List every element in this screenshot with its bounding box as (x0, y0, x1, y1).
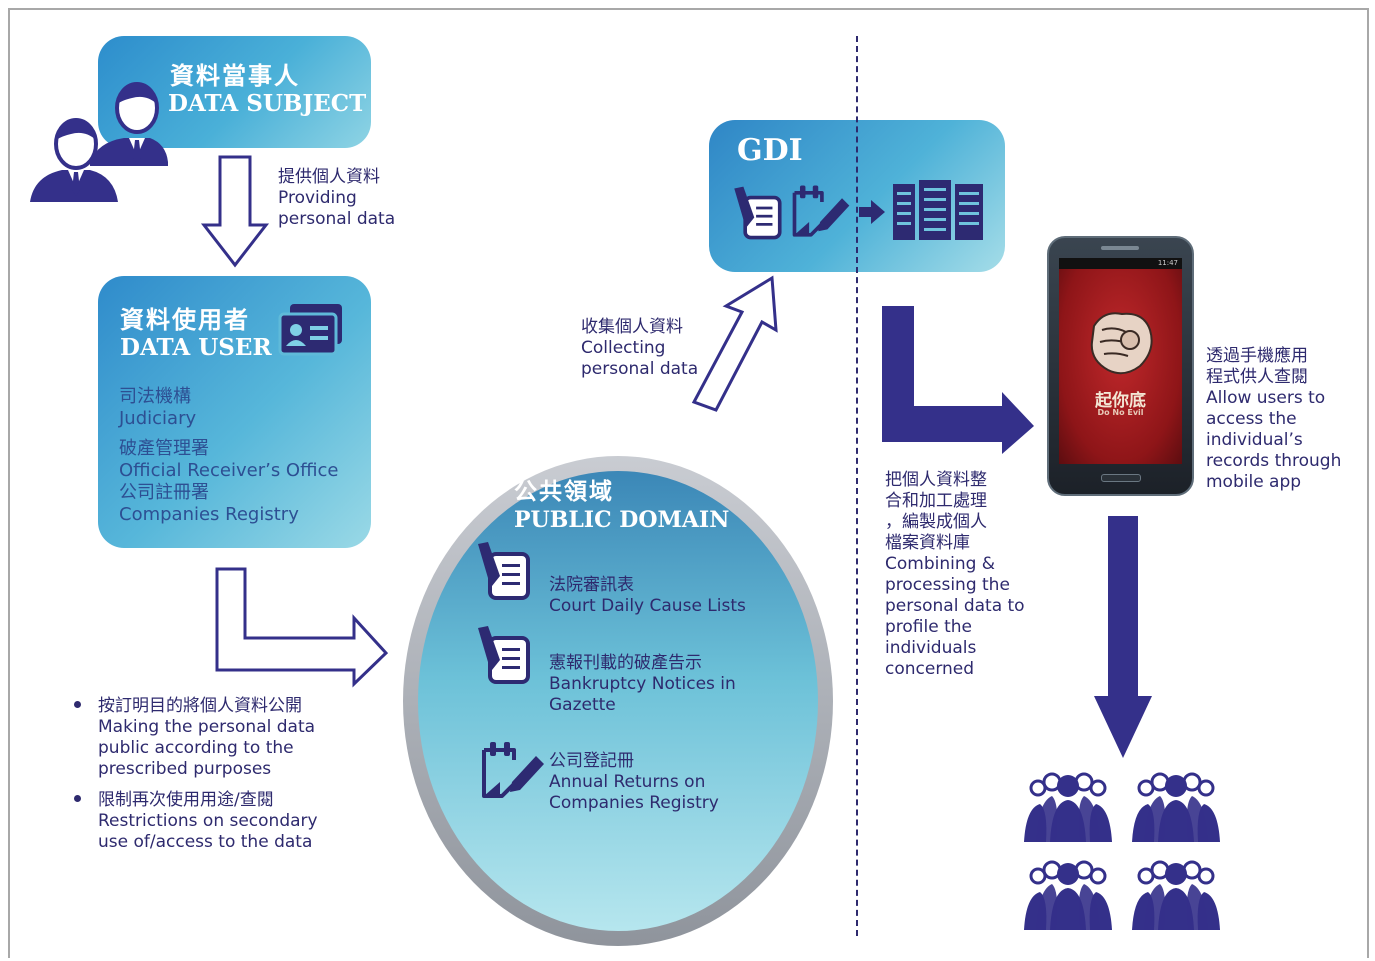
bullet-0-en-line2: public according to the (98, 738, 294, 758)
collecting-arrow-outline (691, 275, 778, 412)
public-domain-title-zh: 公共領域 (514, 479, 614, 505)
figure-frame (8, 8, 1369, 958)
phone-speaker (1101, 246, 1139, 250)
people-icon (30, 82, 168, 202)
data-user-title-en: DATA USER (120, 334, 272, 361)
combining-zh-line2: 合和加工處理 (885, 491, 987, 511)
clipboard-pen-icon (482, 742, 544, 798)
bullet-0-en-line3: prescribed purposes (98, 759, 272, 779)
data-subject-title-en: DATA SUBJECT (168, 90, 367, 117)
l-arrow-solid (882, 306, 1034, 454)
pen-document-icon (734, 186, 782, 240)
bullet-0-en-line1: Making the personal data (98, 717, 316, 737)
combining-en-line3: personal data to (885, 596, 1025, 616)
collecting-en-line1: Collecting (581, 338, 666, 358)
database-icon (893, 180, 983, 240)
org-companies-registry-zh: 公司註冊署 (119, 482, 209, 503)
publication-rules: 按訂明目的將個人資料公開 Making the personal data pu… (70, 696, 370, 863)
bullet-1-zh: 限制再次使用用途/查閱 (98, 790, 274, 810)
crowd-icon (1132, 772, 1220, 842)
pd-item-1-en-line2: Gazette (549, 695, 616, 715)
pd-item-2-zh: 公司登記冊 (549, 751, 634, 771)
org-judiciary-zh: 司法機構 (119, 386, 191, 407)
pd-item-1-en-line1: Bankruptcy Notices in (549, 674, 736, 694)
combining-zh-line1: 把個人資料整 (885, 470, 987, 490)
mobile-app-en-line1: Allow users to (1206, 388, 1326, 408)
mobile-app-zh-line2: 程式供人查閱 (1206, 367, 1308, 387)
clipboard-pen-icon (792, 185, 850, 237)
public-domain-title: 公共領域 PUBLIC DOMAIN (514, 478, 729, 534)
phone-screen: 11:47 起你底 Do No Evil (1059, 258, 1182, 464)
phone-status-time: 11:47 (1157, 259, 1178, 267)
data-subject-title-zh: 資料當事人 (170, 62, 300, 90)
collecting-label: 收集個人資料 Collecting personal data (581, 317, 698, 380)
mobile-app-en-line3: individual’s (1206, 430, 1303, 450)
mobile-app-en-line2: access the (1206, 409, 1297, 429)
pointing-fist-icon (1090, 312, 1153, 375)
id-card-icon (278, 304, 342, 356)
combining-en-line1: Combining & (885, 554, 996, 574)
data-user-box: 資料使用者 DATA USER 司法機構 Judiciary 破產管理署 Off… (98, 276, 371, 548)
pd-item-2: 公司登記冊 Annual Returns on Companies Regist… (549, 751, 719, 814)
providing-zh: 提供個人資料 (278, 167, 380, 187)
phone-app-subtitle: Do No Evil (1097, 408, 1144, 417)
l-arrow-outline (215, 567, 389, 688)
bullet-1-en-line2: use of/access to the data (98, 832, 313, 852)
bullet-dot (74, 795, 81, 802)
collecting-zh: 收集個人資料 (581, 317, 683, 337)
org-official-receiver-en: Official Receiver’s Office (119, 460, 339, 481)
pd-item-0-en: Court Daily Cause Lists (549, 596, 746, 616)
mobile-app-en-line4: records through (1206, 451, 1342, 471)
mobile-app-label: 透過手機應用 程式供人查閱 Allow users to access the … (1206, 346, 1341, 493)
bullet-dot (74, 701, 81, 708)
pen-document-icon (478, 542, 530, 600)
bullet-item: 按訂明目的將個人資料公開 Making the personal data pu… (70, 696, 370, 780)
pd-item-2-en-line2: Companies Registry (549, 793, 719, 813)
bullet-0-zh: 按訂明目的將個人資料公開 (98, 696, 302, 716)
smartphone: 11:47 起你底 Do No Evil (1047, 236, 1194, 496)
phone-status-bar: 11:47 (1059, 258, 1182, 269)
crowd-icon (1024, 772, 1112, 842)
providing-en-line1: Providing (278, 188, 357, 208)
combining-en-line5: individuals (885, 638, 977, 658)
pd-item-0: 法院審訊表 Court Daily Cause Lists (549, 575, 746, 617)
org-official-receiver-zh: 破產管理署 (119, 438, 209, 459)
collecting-en-line2: personal data (581, 359, 699, 379)
pd-item-2-en-line1: Annual Returns on (549, 772, 706, 792)
bullet-1-en-line1: Restrictions on secondary (98, 811, 318, 831)
phone-home-button (1101, 474, 1141, 482)
mobile-app-zh-line1: 透過手機應用 (1206, 346, 1308, 366)
combining-en-line4: profile the (885, 617, 973, 637)
crowd-icon (1024, 860, 1112, 930)
data-user-orgs: 司法機構 Judiciary 破產管理署 Official Receiver’s… (119, 386, 338, 526)
public-domain-title-en: PUBLIC DOMAIN (514, 507, 730, 533)
pd-item-1: 憲報刊載的破產告示 Bankruptcy Notices in Gazette (549, 653, 736, 716)
providing-en-line2: personal data (278, 209, 396, 229)
combining-zh-line3: ，編製成個人 (885, 512, 987, 532)
data-user-title-zh: 資料使用者 (120, 306, 250, 334)
phone-app-title: 起你底 (1095, 391, 1146, 411)
combining-en-line6: concerned (885, 659, 975, 679)
bullet-item: 限制再次使用用途/查閱 Restrictions on secondary us… (70, 790, 370, 853)
combining-zh-line4: 檔案資料庫 (885, 533, 970, 553)
small-right-arrow-icon (859, 200, 885, 224)
down-arrow-solid (1094, 516, 1152, 758)
pd-item-0-zh: 法院審訊表 (549, 575, 634, 595)
mobile-app-en-line5: mobile app (1206, 472, 1302, 492)
combining-label: 把個人資料整 合和加工處理 ，編製成個人 檔案資料庫 Combining & p… (885, 470, 1025, 680)
pd-item-1-zh: 憲報刊載的破產告示 (549, 653, 702, 673)
org-judiciary-en: Judiciary (119, 408, 197, 429)
pen-document-icon (478, 626, 530, 684)
combining-en-line2: processing the (885, 575, 1010, 595)
dashed-divider (856, 36, 858, 936)
providing-label: 提供個人資料 Providing personal data (278, 167, 395, 230)
crowd-icon (1132, 860, 1220, 930)
down-arrow-outline (200, 155, 270, 268)
org-companies-registry-en: Companies Registry (119, 504, 299, 525)
gdi-title: GDI (737, 133, 803, 168)
